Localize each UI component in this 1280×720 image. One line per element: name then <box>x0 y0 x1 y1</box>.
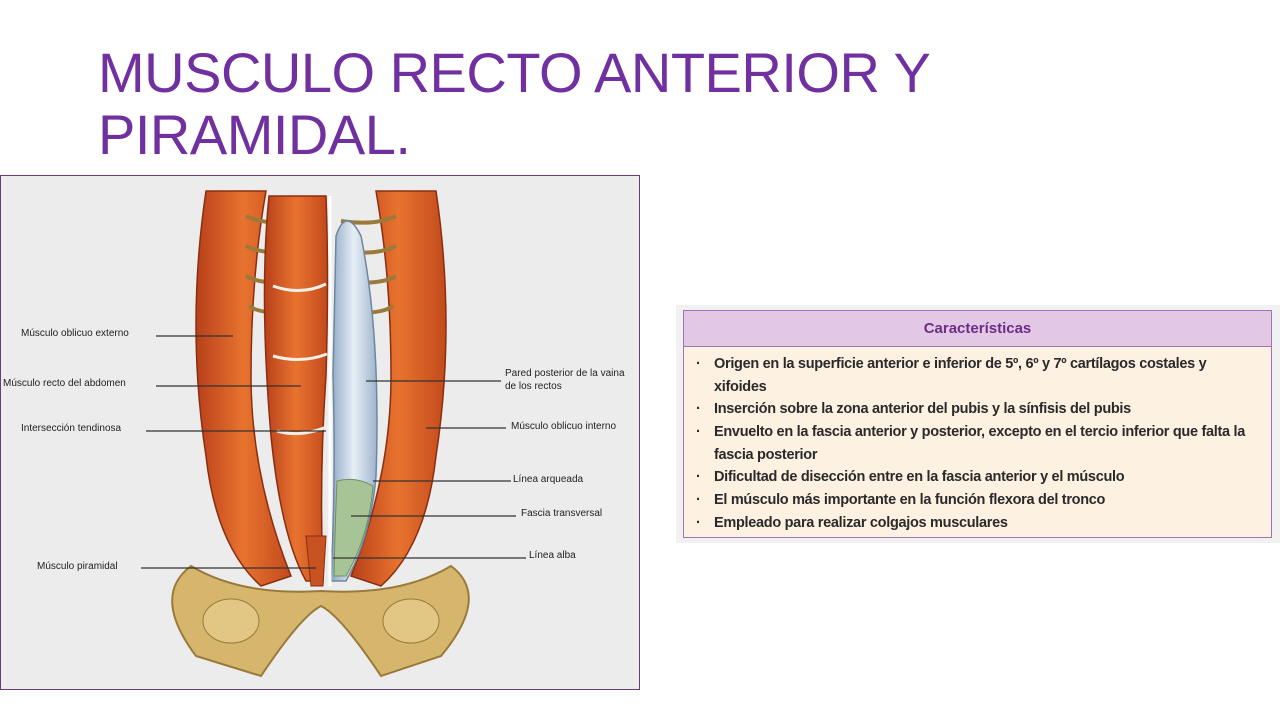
characteristic-item: El músculo más importante en la función … <box>696 489 1261 512</box>
label-musculo-piramidal: Músculo piramidal <box>37 561 118 572</box>
pyramidalis-muscle <box>305 535 327 587</box>
characteristic-item: Empleado para realizar colgajos muscular… <box>696 512 1261 535</box>
characteristic-item: Inserción sobre la zona anterior del pub… <box>696 398 1261 421</box>
abdominal-muscles-drawing <box>141 190 526 678</box>
label-recto-abdomen: Músculo recto del abdomen <box>3 378 126 389</box>
right-oblique-muscle <box>350 190 447 587</box>
characteristic-item: Origen en la superficie anterior e infer… <box>696 353 1261 398</box>
label-pared-posterior-2: de los rectos <box>505 381 562 392</box>
characteristics-header: Características <box>684 311 1271 347</box>
fascia-transversalis <box>333 478 374 577</box>
characteristics-table-frame: Características Origen en la superficie … <box>683 310 1272 538</box>
label-oblicuo-externo: Músculo oblicuo externo <box>21 328 129 339</box>
label-oblicuo-interno: Músculo oblicuo interno <box>511 421 617 432</box>
anatomy-illustration: Músculo oblicuo externo Músculo recto de… <box>0 175 640 690</box>
characteristic-item: Envuelto en la fascia anterior y posteri… <box>696 421 1261 466</box>
label-fascia-transversal: Fascia transversal <box>521 508 603 519</box>
label-linea-arqueada: Línea arqueada <box>513 474 584 485</box>
femur-head-left <box>202 598 260 644</box>
label-linea-alba: Línea alba <box>529 550 576 561</box>
leader-lines <box>141 335 526 569</box>
femur-head-right <box>382 598 440 644</box>
label-interseccion-tendinosa: Intersección tendinosa <box>21 423 122 434</box>
left-rectus-muscle <box>263 195 329 582</box>
slide-title: MUSCULO RECTO ANTERIOR Y PIRAMIDAL. <box>98 41 930 166</box>
characteristic-item: Dificultad de disección entre en la fasc… <box>696 466 1261 489</box>
characteristics-list: Origen en la superficie anterior e infer… <box>684 347 1271 535</box>
pelvis-bone <box>171 564 470 678</box>
left-oblique-muscle <box>195 190 292 587</box>
tendinous-intersections <box>272 282 330 436</box>
characteristics-table: Características Origen en la superficie … <box>676 305 1280 543</box>
label-pared-posterior-1: Pared posterior de la vaina <box>505 368 625 379</box>
